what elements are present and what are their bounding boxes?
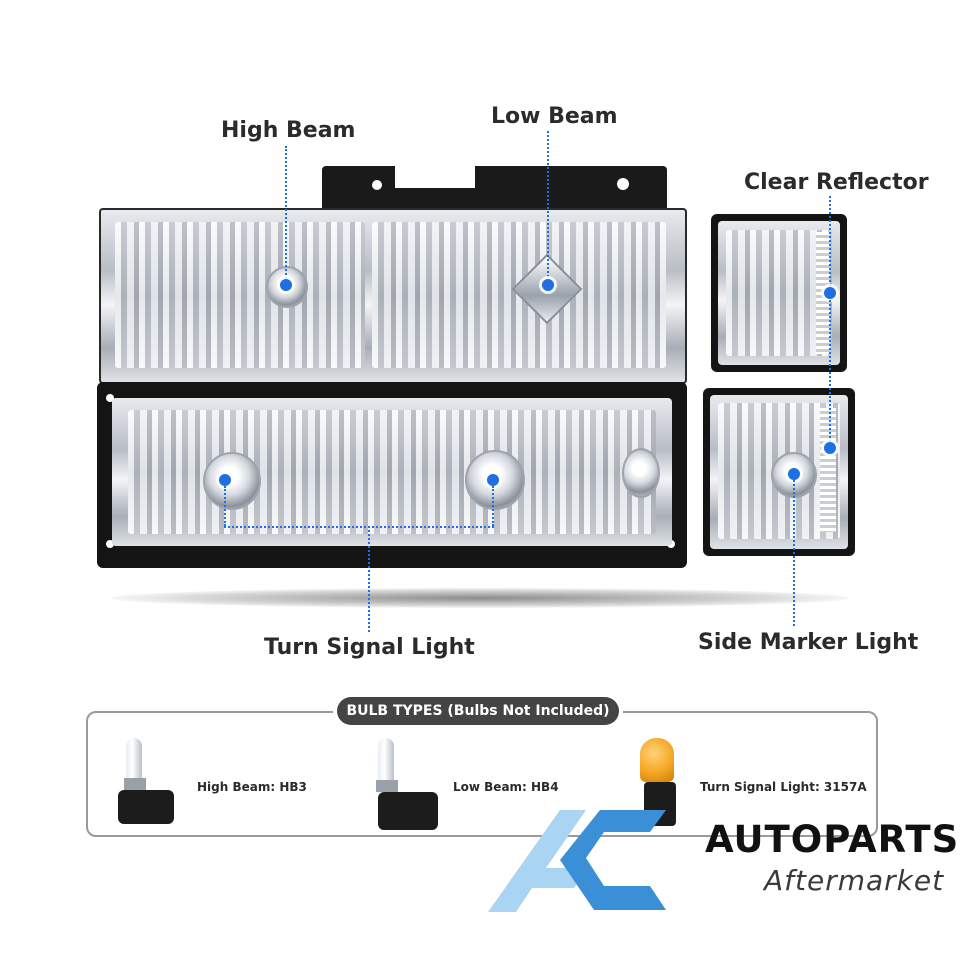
bulb-types-box bbox=[86, 711, 878, 837]
high-beam-callout-dot bbox=[280, 279, 292, 291]
turn-signal-label: Turn Signal Light bbox=[264, 635, 475, 660]
high-beam-callout-line bbox=[285, 146, 287, 282]
3157a-glass bbox=[640, 738, 674, 782]
bracket-hole bbox=[372, 180, 382, 190]
side-strip-callout-dot bbox=[824, 442, 836, 454]
hb4-base bbox=[378, 792, 438, 830]
3157a-label: Turn Signal Light: 3157A bbox=[700, 780, 867, 794]
hb3-collar bbox=[124, 778, 146, 790]
reflector-lens bbox=[726, 230, 832, 356]
bulb-types-title: BULB TYPES (Bulbs Not Included) bbox=[346, 703, 610, 719]
side-marker-callout-dot bbox=[788, 468, 800, 480]
turn-signal-bulb-left bbox=[203, 452, 261, 510]
product-shadow bbox=[110, 588, 850, 608]
clear-reflector-callout-line-lower bbox=[829, 296, 831, 446]
turn-signal-callout-line bbox=[368, 526, 370, 632]
bulb-types-title-badge bbox=[337, 697, 619, 725]
hb4-collar bbox=[376, 780, 398, 792]
turn-signal-callout-line-right bbox=[492, 486, 494, 526]
hb3-glass bbox=[126, 738, 142, 780]
brand-name: AUTOPARTS bbox=[705, 818, 960, 861]
brand-tagline: Aftermarket bbox=[764, 864, 945, 897]
clear-reflector-callout-line bbox=[829, 196, 831, 290]
high-beam-label: High Beam bbox=[221, 118, 356, 143]
bezel-hole bbox=[106, 540, 114, 548]
hb4-label: Low Beam: HB4 bbox=[453, 780, 559, 794]
bracket-hole bbox=[617, 178, 629, 190]
bracket-notch bbox=[395, 166, 475, 188]
low-beam-callout-dot bbox=[542, 279, 554, 291]
turn-signal-callout-dot-left bbox=[219, 474, 231, 486]
clear-reflector-callout-dot bbox=[824, 287, 836, 299]
logo-c-shape bbox=[560, 810, 666, 910]
high-beam-bulb bbox=[266, 266, 308, 308]
side-marker-strip bbox=[820, 408, 836, 532]
turn-signal-callout-bracket bbox=[224, 526, 494, 528]
clear-reflector-label: Clear Reflector bbox=[744, 170, 929, 195]
hb4-glass bbox=[378, 738, 394, 782]
reflector-strip bbox=[816, 232, 830, 354]
hb3-label: High Beam: HB3 bbox=[197, 780, 307, 794]
low-beam-callout-line bbox=[547, 131, 549, 281]
side-marker-callout-line bbox=[793, 480, 795, 626]
low-beam-label: Low Beam bbox=[491, 104, 618, 129]
side-marker-label: Side Marker Light bbox=[698, 630, 919, 655]
bezel-hole bbox=[106, 394, 114, 402]
logo-a-shape bbox=[488, 810, 588, 912]
turn-signal-callout-line-left bbox=[224, 486, 226, 526]
hb3-base bbox=[118, 790, 174, 824]
high-beam-lens bbox=[115, 222, 365, 368]
turn-signal-callout-dot-right bbox=[487, 474, 499, 486]
ac-logo-icon bbox=[488, 810, 666, 912]
turn-signal-bulb-end bbox=[622, 448, 660, 498]
